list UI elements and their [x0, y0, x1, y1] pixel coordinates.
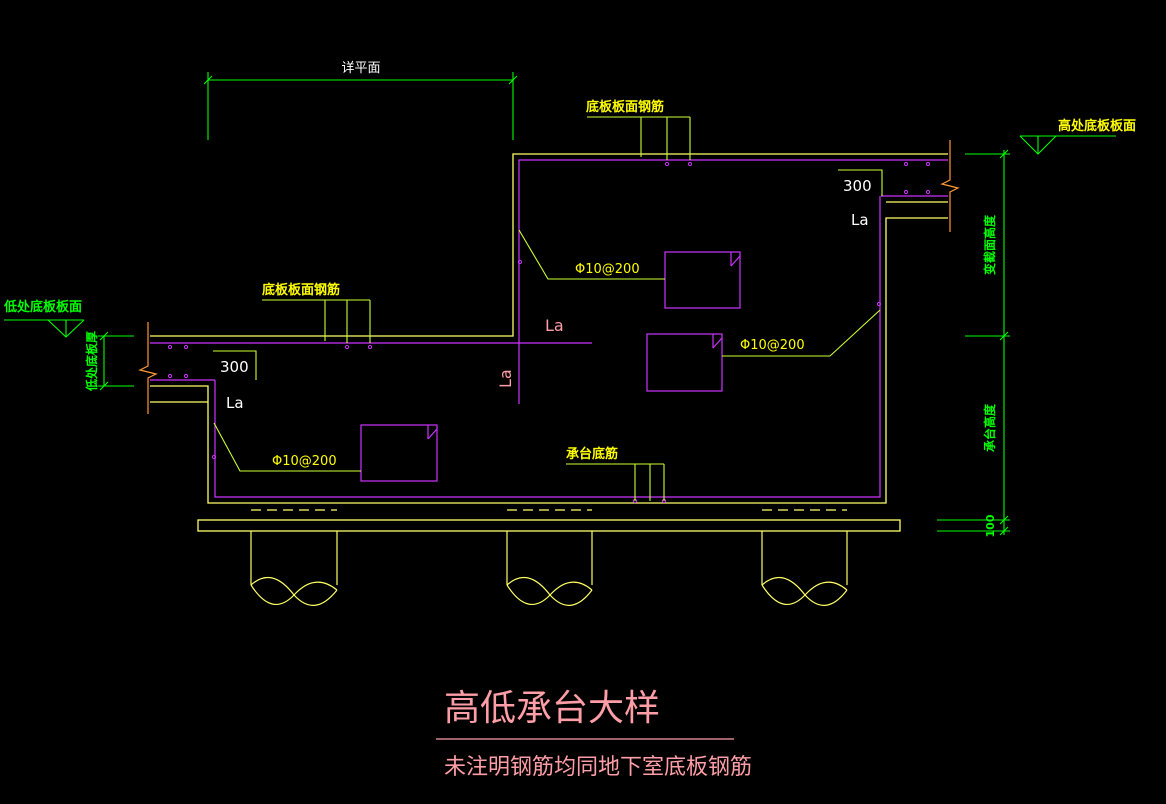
la-step-horizontal: La [545, 316, 564, 335]
low-slab-thickness-label: 低处底板厚 [84, 331, 99, 392]
dim-300-left: 300 [220, 358, 249, 376]
pile-2 [506, 509, 593, 606]
rebar-lines [150, 159, 948, 498]
pile-cap-outline [150, 153, 948, 532]
la-right: La [851, 211, 869, 229]
leader-lines [213, 116, 883, 501]
variable-section-height-label: 变截面高度 [982, 214, 997, 275]
rebar-spec-top: Φ10@200 [575, 262, 640, 277]
low-slab-surface-label: 低处底板板面 [3, 299, 82, 315]
rebar-spec-mid: Φ10@200 [740, 338, 805, 353]
lower-face-rebar-label: 底板板面钢筋 [262, 282, 340, 298]
high-slab-surface-label: 高处底板板面 [1058, 118, 1136, 134]
rebar-dots [167, 161, 931, 504]
rebar-spec-low: Φ10@200 [272, 454, 337, 469]
dimension-lines [4, 72, 1116, 536]
drawing-subtitle: 未注明钢筋均同地下室底板钢筋 [444, 755, 752, 780]
pile-3 [761, 509, 848, 606]
break-marks [138, 140, 960, 414]
dim-300-right: 300 [843, 177, 872, 195]
see-plan-label: 详平面 [341, 61, 380, 76]
la-left: La [226, 394, 244, 412]
pile-cap-height-label: 承台高度 [982, 403, 997, 452]
la-step-vertical: La [496, 369, 515, 388]
drawing-title: 高低承台大样 [444, 688, 660, 729]
pile-1 [250, 509, 338, 606]
piles [250, 509, 848, 606]
upper-face-rebar-label: 底板板面钢筋 [586, 99, 664, 115]
cushion-thickness-label: 100 [984, 514, 997, 537]
pile-cap-bottom-rebar-label: 承台底筋 [566, 446, 618, 462]
